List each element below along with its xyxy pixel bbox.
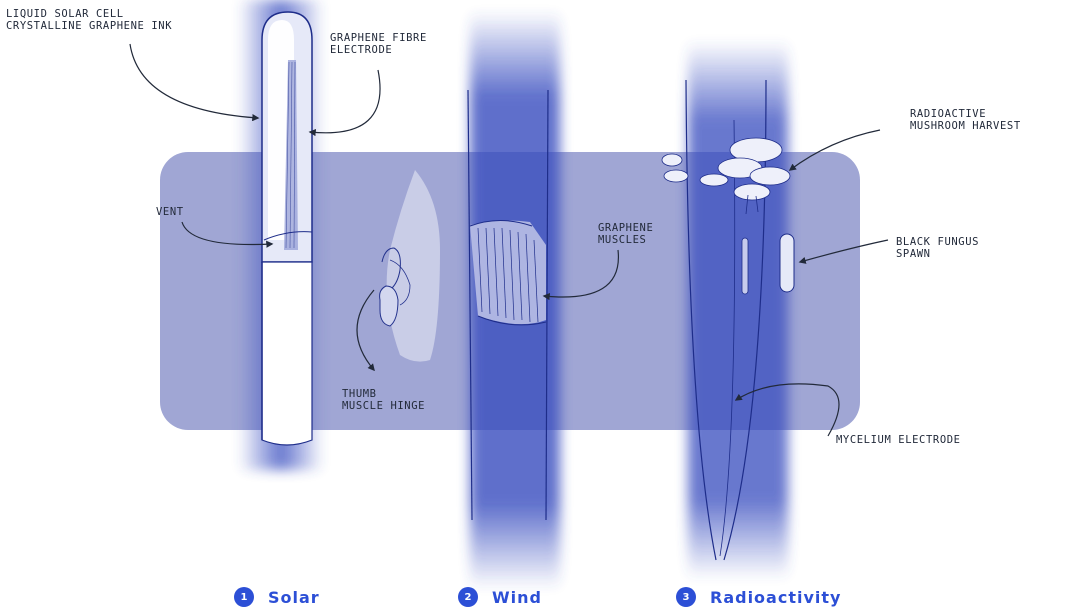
label-mycelium-electrode: MYCELIUM ELECTRODE [836, 434, 961, 446]
label-vent: VENT [156, 206, 184, 218]
label-graphene-muscles: GRAPHENE MUSCLES [598, 222, 653, 246]
caption-number-badge: 1 [234, 587, 254, 607]
caption-label: Radioactivity [710, 588, 841, 607]
label-black-fungus-spawn: BLACK FUNGUS SPAWN [896, 236, 979, 260]
label-radioactive-mushroom-harvest: RADIOACTIVE MUSHROOM HARVEST [910, 108, 1021, 132]
solar-stalk [238, 0, 324, 470]
caption-label: Wind [492, 588, 542, 607]
caption-wind: 2 Wind [458, 586, 542, 608]
label-liquid-solar-cell: LIQUID SOLAR CELL CRYSTALLINE GRAPHENE I… [6, 8, 172, 32]
caption-solar: 1 Solar [234, 586, 320, 608]
caption-number-badge: 2 [458, 587, 478, 607]
caption-label: Solar [268, 588, 320, 607]
label-graphene-fibre-electrode: GRAPHENE FIBRE ELECTRODE [330, 32, 427, 56]
wind-stalk [468, 10, 560, 590]
caption-number-badge: 3 [676, 587, 696, 607]
caption-radioactivity: 3 Radioactivity [676, 586, 841, 608]
label-thumb-muscle-hinge: THUMB MUSCLE HINGE [342, 388, 425, 412]
